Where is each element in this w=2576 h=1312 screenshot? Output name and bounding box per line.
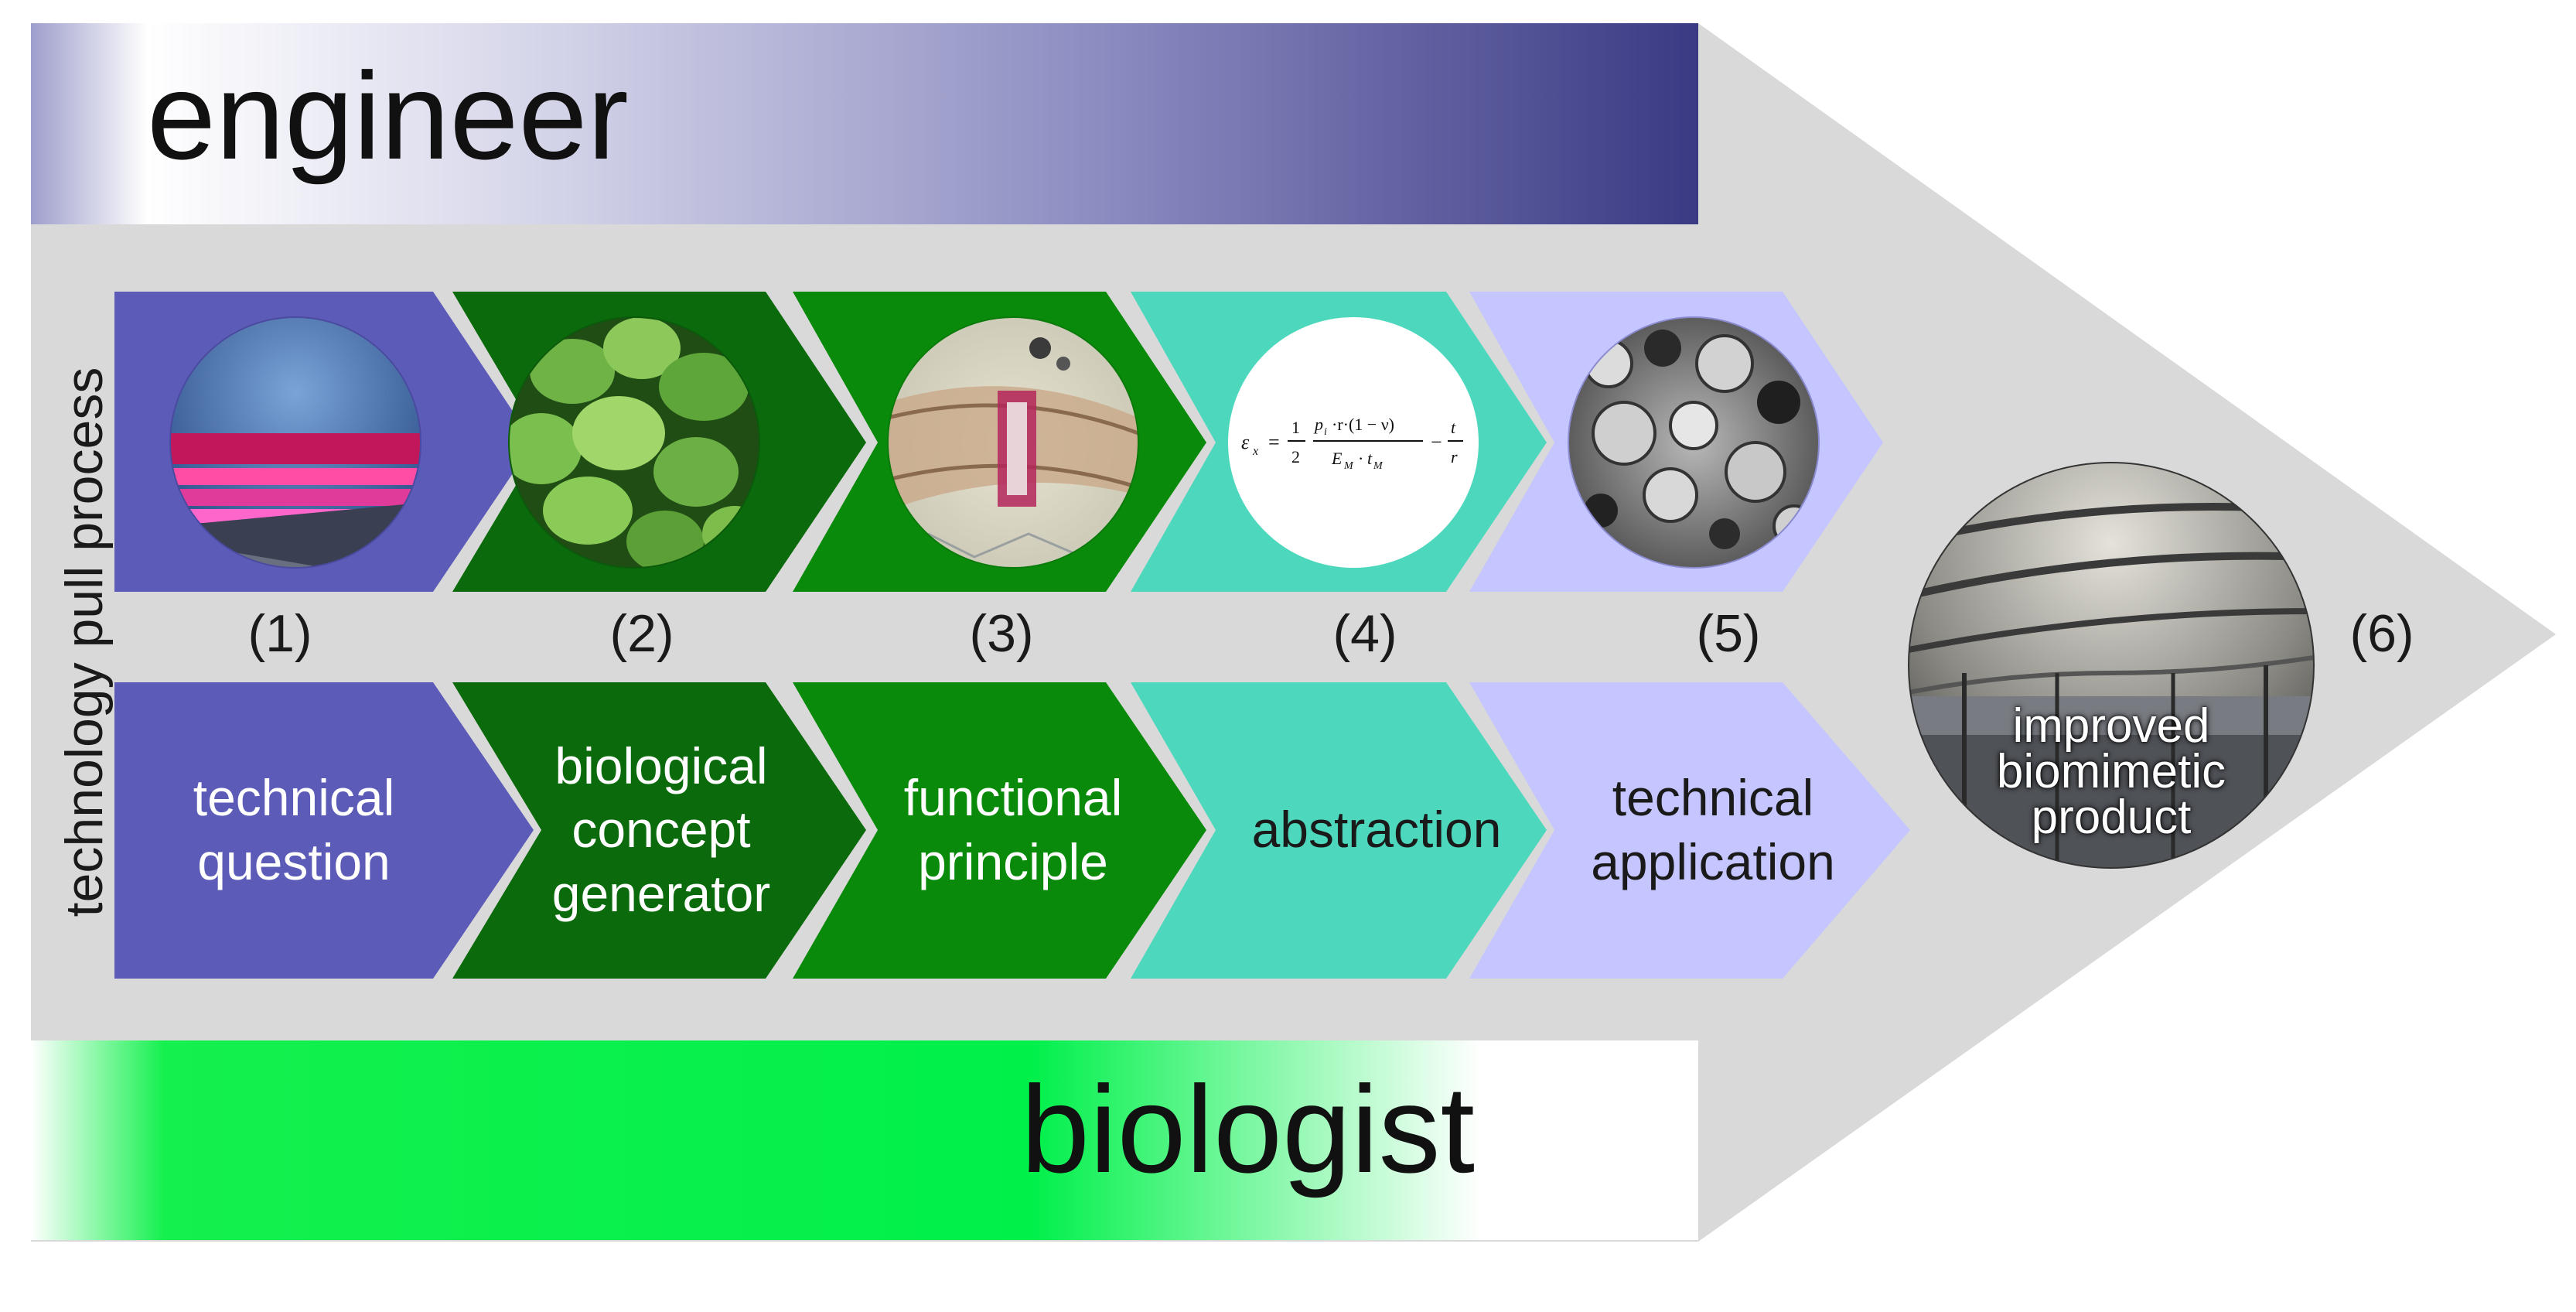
step-3-number: (3) [969,604,1034,663]
micrograph-cross-section [888,317,1138,568]
step-5-number: (5) [1696,604,1761,663]
svg-text:t: t [1367,449,1373,468]
svg-text:M: M [1343,460,1354,472]
strain-formula [1228,317,1479,568]
svg-text:−: − [1431,431,1442,453]
step-5-label-chevron [1469,682,1910,979]
step-4-label: abstraction [1251,801,1502,859]
technology-pull-process-label: technology pull process [55,367,114,917]
engineer-label: engineer [147,46,629,185]
svg-text:E: E [1331,449,1343,468]
svg-text:2: 2 [1291,447,1300,466]
step-2-label: biological concept generator [551,736,771,922]
step-4-number: (4) [1332,604,1397,663]
step-1-label: technical question [193,769,395,890]
foam-sem-image [1568,317,1819,568]
svg-text:1: 1 [1291,418,1300,437]
step-5-label: technical application [1591,769,1835,890]
step-6-label: improved biomimetic product [1996,699,2226,844]
svg-text:M: M [1373,460,1384,472]
svg-text:·r·(1 − ν): ·r·(1 − ν) [1332,415,1394,434]
membrane-roof-photo [1909,463,2314,868]
svg-text:=: = [1268,431,1280,453]
engineer-banner [31,23,1698,224]
svg-text:t: t [1451,418,1456,437]
biologist-label: biologist [1021,1060,1476,1198]
step-4-label-chevron [1131,682,1547,979]
step-2-label-chevron [452,682,866,979]
step-1-label-chevron [114,682,534,979]
svg-text:r: r [1451,447,1458,466]
formula-text: ε x = 1 2 p i ·r·(1 − ν) E M · t M − t r [1241,415,1463,472]
step-2-number: (2) [609,604,674,663]
step-6-number: (6) [2349,604,2414,663]
step-3-label-chevron [793,682,1206,979]
svg-text:i: i [1324,426,1327,438]
svg-text:x: x [1252,445,1258,458]
leaves-photo [509,317,759,568]
svg-text:ε: ε [1241,431,1250,453]
svg-text:·: · [1358,449,1363,468]
step-1-number: (1) [247,604,312,663]
svg-text:p: p [1313,415,1323,434]
illuminated-building-photo [170,317,421,568]
step-3-label: functional principle [903,769,1123,890]
biologist-banner [31,1040,1698,1240]
